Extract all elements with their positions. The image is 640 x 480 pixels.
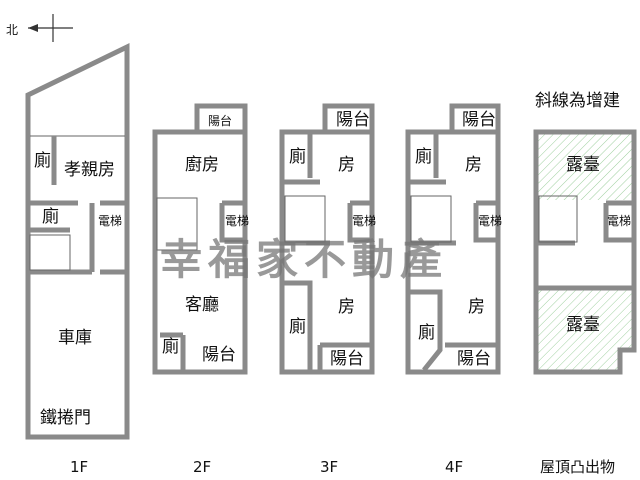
room-label: 陽台 (330, 349, 364, 369)
room-label: 客廳 (185, 295, 219, 315)
room-label: 房 (338, 155, 355, 175)
floor-label-roof: 屋頂凸出物 (540, 458, 615, 476)
room-label: 廁 (42, 206, 59, 227)
room-label: 露臺 (566, 315, 600, 335)
room-label: 陽台 (202, 345, 236, 365)
north-arrow-icon (28, 14, 73, 42)
room-label: 露臺 (566, 155, 600, 175)
room-label: 電梯 (352, 214, 376, 228)
room-label: 電梯 (225, 214, 249, 228)
plan-1f (25, 43, 130, 440)
plan-3f (279, 103, 375, 375)
room-label: 電梯 (98, 214, 122, 228)
plan-2f (152, 103, 248, 375)
floor-label-3f: 3F (320, 458, 338, 476)
legend-note: 斜線為增建 (535, 91, 620, 111)
watermark: 幸福家不動產 (160, 235, 448, 284)
floor-label-1f: 1F (70, 458, 88, 476)
room-label: 鐵捲門 (40, 408, 91, 428)
room-label: 孝親房 (64, 160, 115, 180)
compass-label: 北 (6, 23, 18, 37)
room-label: 廁 (34, 150, 51, 171)
room-label: 房 (468, 297, 485, 317)
room-label: 陽台 (462, 110, 496, 130)
plan-4f (405, 103, 501, 375)
floor-label-2f: 2F (193, 458, 211, 476)
room-label: 廁 (289, 316, 306, 337)
room-label: 車庫 (58, 328, 92, 348)
floor-label-4f: 4F (445, 458, 463, 476)
room-label: 廁 (162, 336, 179, 357)
room-label: 房 (465, 155, 482, 175)
room-label: 廁 (418, 322, 435, 343)
room-label: 陽台 (457, 349, 491, 369)
room-label: 廁 (415, 146, 432, 167)
room-label: 陽台 (336, 110, 370, 130)
room-label: 電梯 (478, 214, 502, 228)
room-label: 廚房 (185, 154, 219, 175)
room-label: 廁 (289, 146, 306, 167)
plan-roof (533, 129, 637, 375)
room-label: 房 (338, 297, 355, 317)
room-label: 陽台 (208, 113, 232, 128)
room-label: 電梯 (607, 214, 631, 228)
